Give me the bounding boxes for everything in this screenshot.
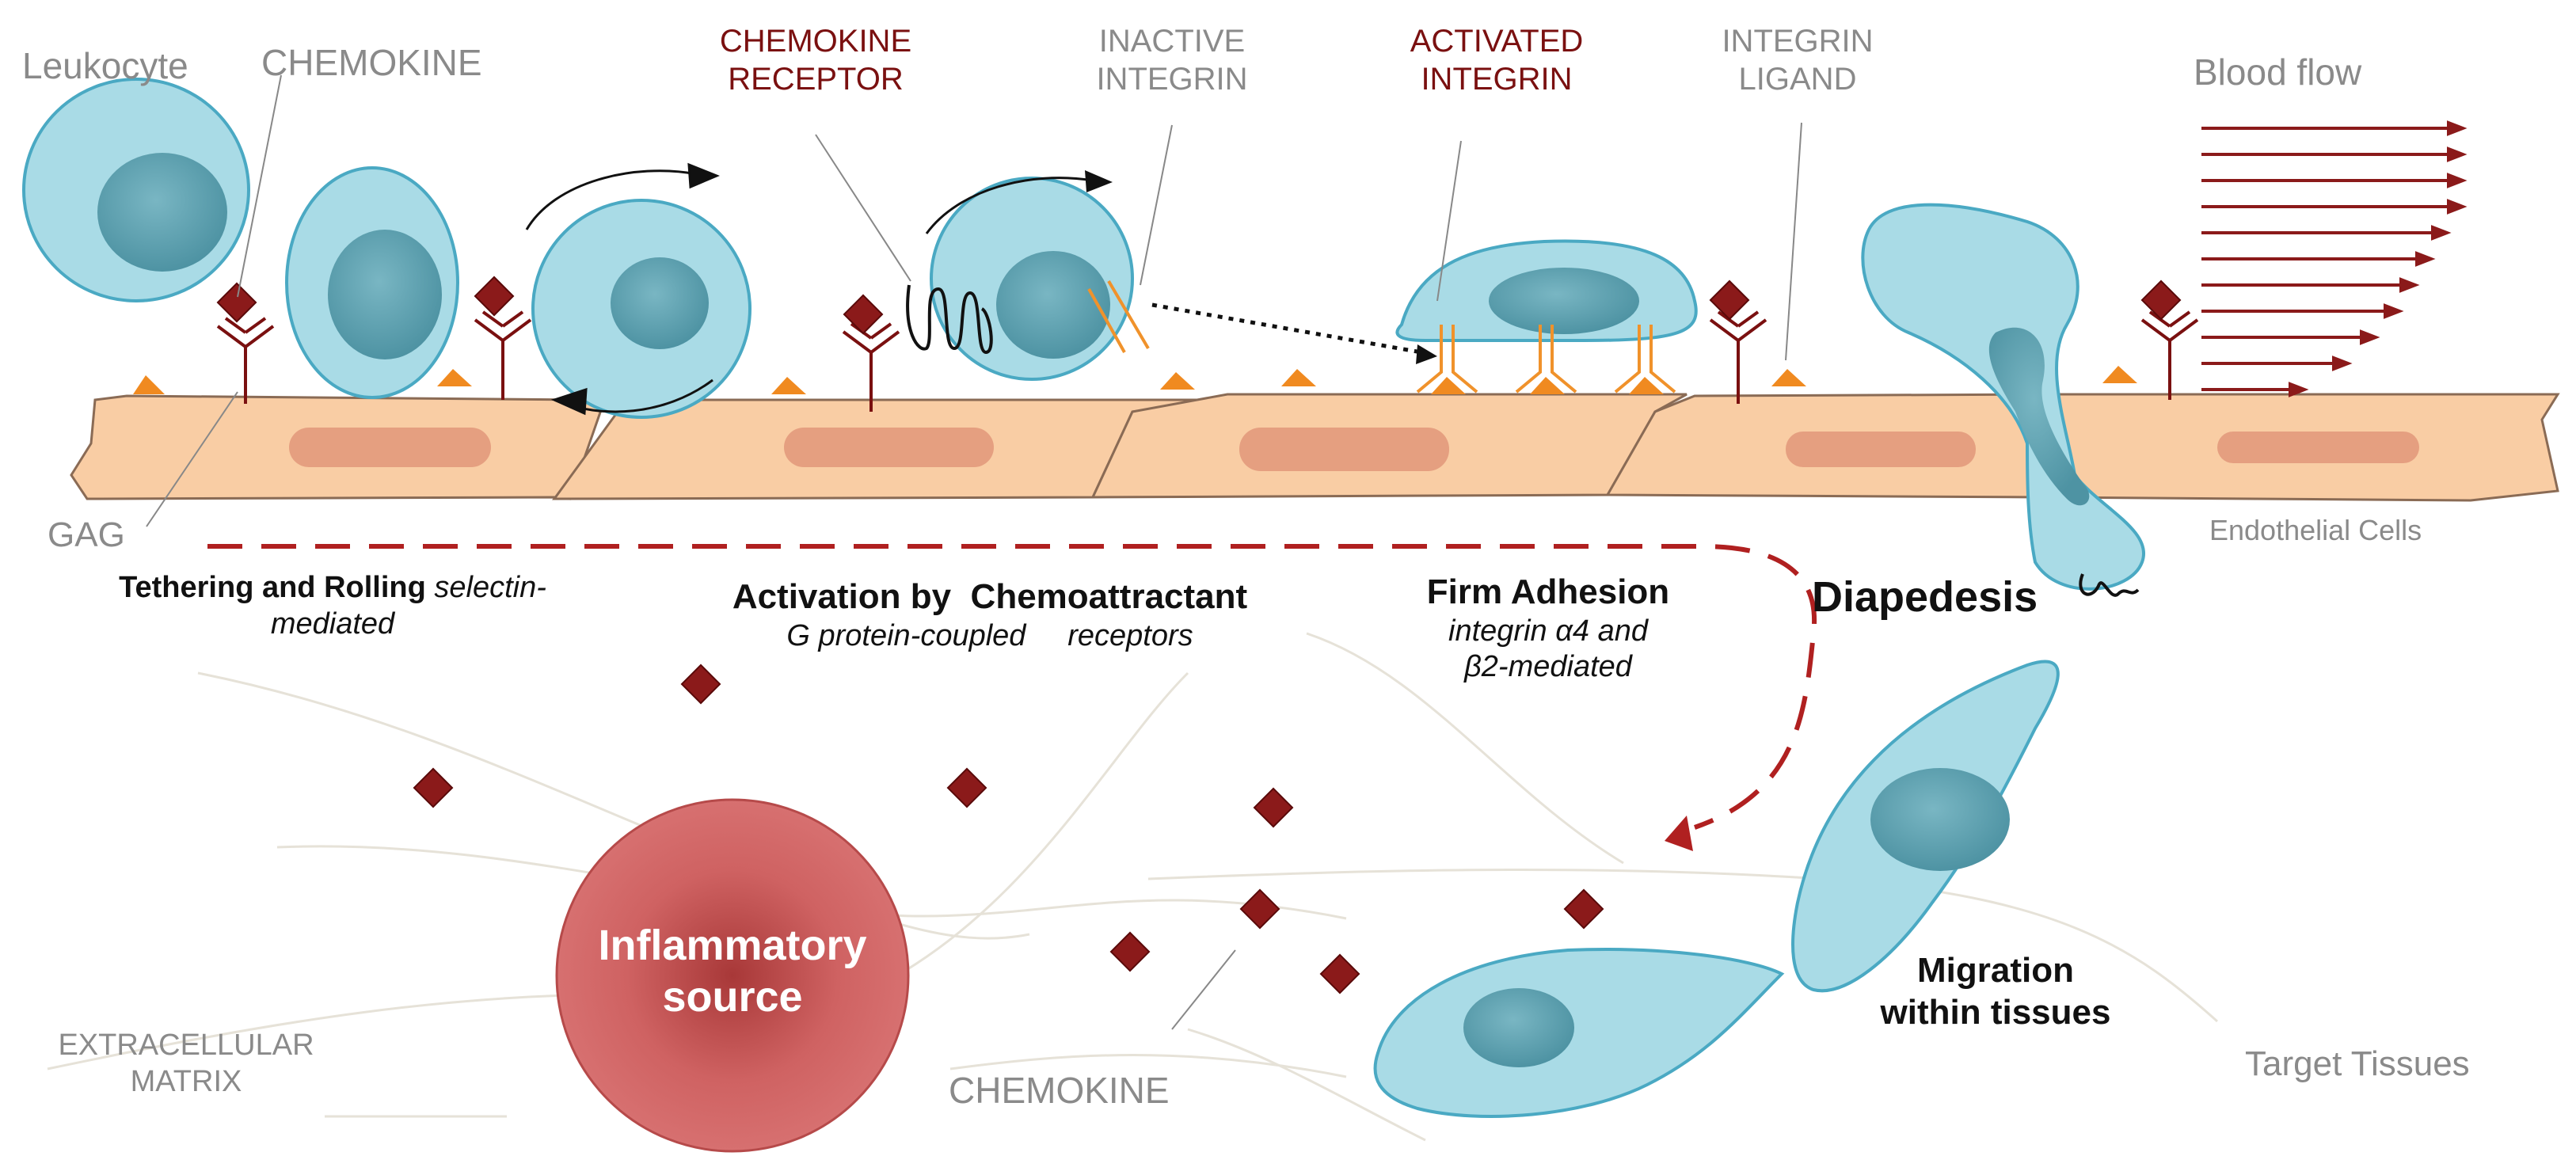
label-extracellular-matrix: EXTRACELLULAR MATRIX <box>58 1029 314 1098</box>
label-inactive-integrin: INACTIVE INTEGRIN <box>1096 24 1248 97</box>
label-chemokine-receptor: CHEMOKINE RECEPTOR <box>719 24 912 97</box>
integrin-ligands <box>133 366 2137 394</box>
endothelial-nucleus <box>1239 428 1449 471</box>
leukocyte-migrating-upper <box>1791 660 2060 993</box>
endothelial-nucleus <box>2217 432 2419 463</box>
endothelial-nuclei <box>289 428 2419 471</box>
endothelial-nucleus <box>289 428 491 467</box>
leukocyte-diapedesis <box>1861 203 2146 597</box>
label-endothelial-cells: Endothelial Cells <box>2209 514 2422 546</box>
label-chemokine-top: CHEMOKINE <box>261 42 482 83</box>
step-tethering-rolling: Tethering and Rolling selectin- mediated <box>119 571 546 641</box>
leukocyte-adhered <box>1395 239 1698 342</box>
blood-flow-arrows <box>2201 120 2468 397</box>
step-firm-adhesion: Firm Adhesion integrin α4 and β2-mediate… <box>1426 572 1670 684</box>
extracellular-matrix-fibers <box>47 632 2219 1142</box>
leader-lines <box>146 74 1802 1030</box>
endothelial-nucleus <box>1786 432 1976 467</box>
step-diapedesis: Diapedesis <box>1812 573 2038 621</box>
label-inflammatory-source: Inflammatory source <box>598 922 867 1021</box>
label-activated-integrin: ACTIVATED INTEGRIN <box>1410 24 1584 97</box>
leukocyte-nucleus <box>1489 268 1639 334</box>
selectin-receptors <box>216 310 2199 412</box>
inflammatory-source <box>555 798 910 1153</box>
progression-path <box>207 544 1817 851</box>
label-integrin-ligand: INTEGRIN LIGAND <box>1722 24 1874 97</box>
label-target-tissues: Target Tissues <box>2245 1044 2470 1083</box>
chemokines-free <box>413 664 1604 994</box>
label-blood-flow: Blood flow <box>2194 51 2362 93</box>
endothelial-nucleus <box>784 428 994 467</box>
label-gag: GAG <box>48 515 125 554</box>
leukocyte-migrating-lower <box>1373 948 1785 1118</box>
step-migration: Migration within tissues <box>1880 951 2111 1032</box>
leukocyte-activation <box>925 170 1134 381</box>
step-activation: Activation by Chemoattractant G protein-… <box>732 577 1248 652</box>
leukocyte-tethering <box>285 166 459 399</box>
chemokine-receptor-coil <box>906 284 993 355</box>
leukocyte-nucleus <box>611 257 709 349</box>
leukocyte-nucleus <box>1463 988 1574 1067</box>
leukocyte-rolling <box>531 199 751 419</box>
inactive-integrin <box>1087 279 1150 353</box>
leukocyte-free <box>22 78 250 302</box>
leukocyte-nucleus <box>97 153 227 272</box>
endothelium <box>70 393 2560 502</box>
label-leukocyte: Leukocyte <box>22 45 188 86</box>
rolling-arrows <box>525 162 720 416</box>
activation-dotted-arrow <box>1151 302 1422 355</box>
leukocyte-nucleus <box>1870 768 2010 871</box>
leukocyte-nucleus <box>1988 327 2090 506</box>
leukocyte-nucleus <box>996 251 1110 359</box>
chemokines-bound <box>216 276 2182 335</box>
leukocyte-nucleus <box>328 230 442 359</box>
activated-integrins <box>1416 325 1676 394</box>
label-chemokine-bottom: CHEMOKINE <box>949 1070 1170 1111</box>
